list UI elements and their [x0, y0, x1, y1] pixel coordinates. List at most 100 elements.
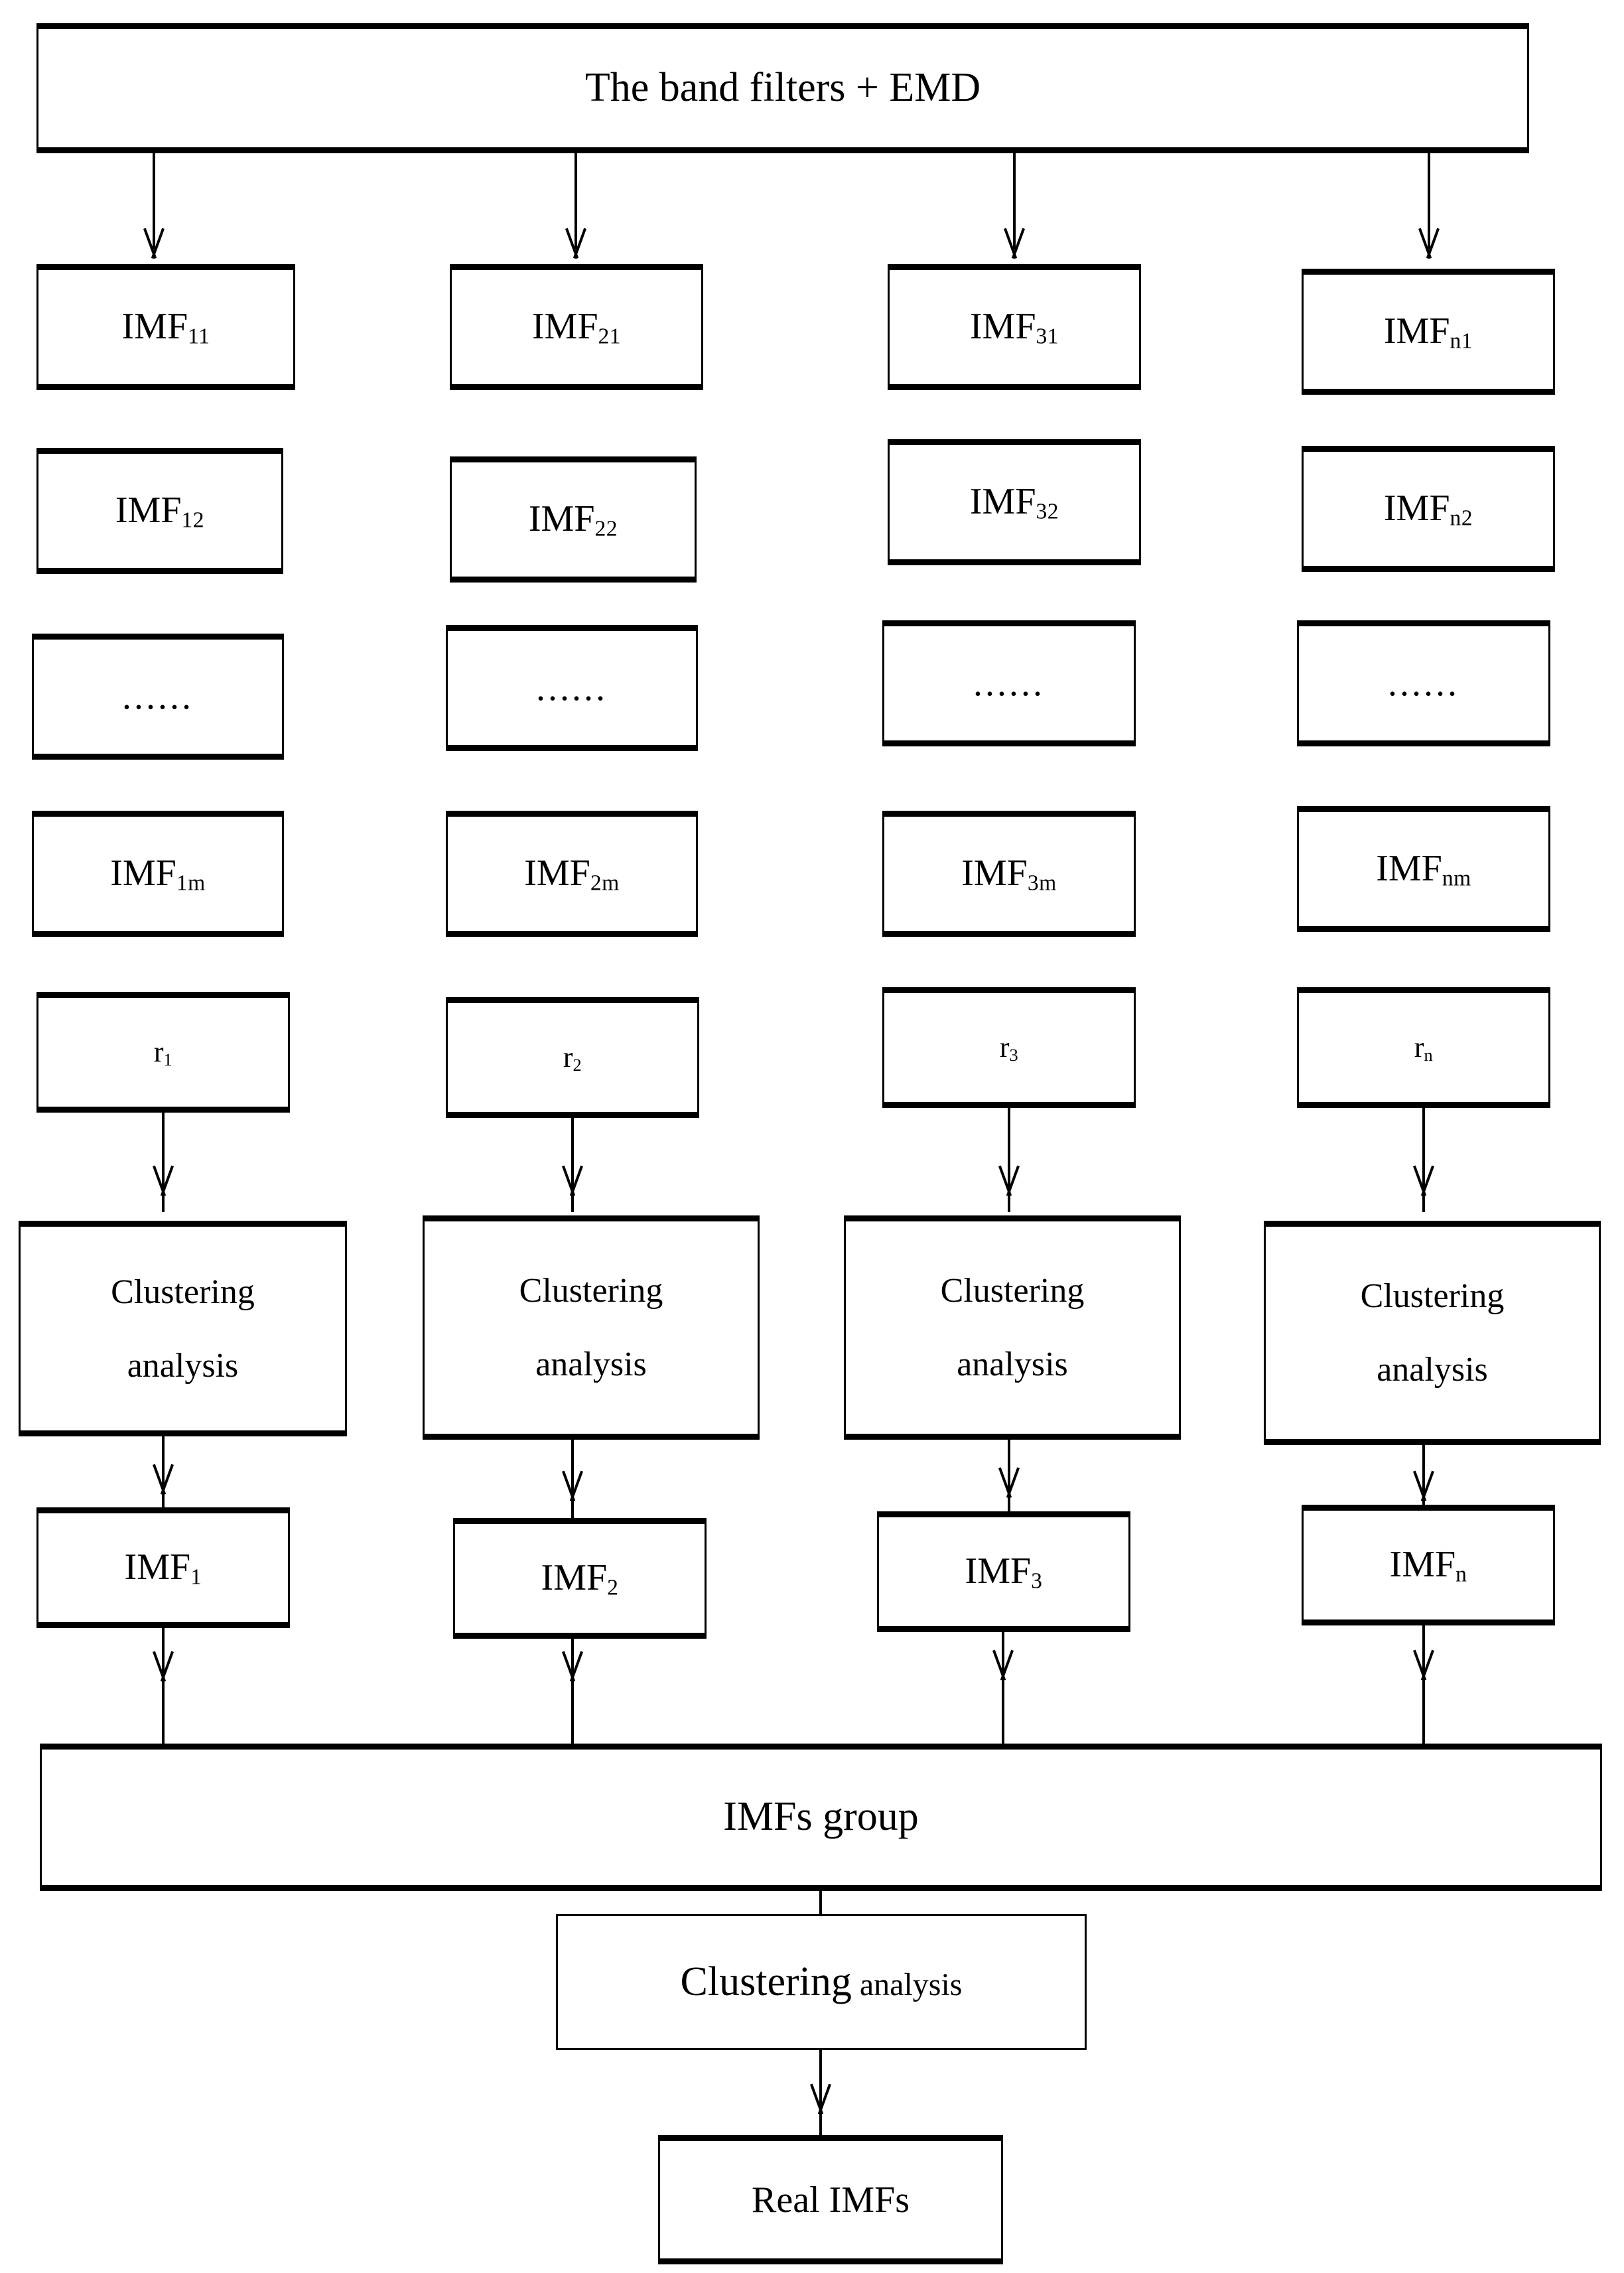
node-imf-nm[interactable]: IMFnm — [1297, 806, 1550, 932]
arrowhead-r3-cluster3 — [998, 1166, 1020, 1196]
node-label: IMFnm — [1376, 848, 1471, 891]
node-label: ...... — [973, 663, 1045, 704]
node-label: IMF2m — [524, 853, 620, 896]
cluster-line-1: Clustering — [519, 1272, 663, 1310]
node-label: IMF32 — [969, 481, 1059, 524]
node-band-filters-emd[interactable]: The band filters + EMD — [36, 23, 1529, 153]
node-imf-22[interactable]: IMF22 — [450, 456, 697, 583]
node-label: IMF22 — [528, 498, 618, 541]
arrowhead-cluster2-imf2 — [561, 1472, 584, 1501]
node-residue-r3[interactable]: r3 — [882, 987, 1136, 1108]
node-ellipsis-col2[interactable]: ...... — [446, 625, 698, 751]
node-label: IMF1 — [124, 1547, 202, 1590]
node-imf-11[interactable]: IMF11 — [36, 264, 295, 390]
node-label: IMF3 — [965, 1550, 1043, 1594]
connector-head-col2 — [575, 153, 577, 249]
node-label: IMF12 — [115, 490, 205, 533]
node-label: IMF2 — [541, 1557, 619, 1600]
node-ellipsis-col1[interactable]: ...... — [32, 634, 284, 760]
node-label: IMFn2 — [1383, 488, 1473, 531]
node-label: The band filters + EMD — [584, 65, 981, 111]
cluster-line-1: Clustering — [111, 1273, 255, 1311]
node-label: IMF21 — [531, 306, 622, 349]
node-label: ...... — [536, 667, 608, 709]
node-label: ...... — [1388, 663, 1459, 704]
arrowhead-rn-clustern — [1412, 1166, 1435, 1196]
node-result-imf-2[interactable]: IMF2 — [453, 1518, 707, 1639]
node-label-stack: Clustering analysis — [519, 1269, 663, 1386]
node-ellipsis-col4[interactable]: ...... — [1297, 620, 1550, 746]
cluster-line-1: Clustering — [940, 1272, 1085, 1310]
connector-imf2-group — [571, 1639, 574, 1745]
node-imf-3m[interactable]: IMF3m — [882, 811, 1136, 937]
node-label: IMFn1 — [1383, 310, 1473, 354]
node-label: IMF11 — [121, 306, 210, 349]
connector-imf1-group — [162, 1628, 165, 1744]
node-residue-r2[interactable]: r2 — [446, 997, 699, 1118]
node-imfs-group[interactable]: IMFs group — [40, 1744, 1602, 1891]
arrowhead-head-col2 — [565, 229, 587, 258]
connector-head-col1 — [153, 153, 155, 249]
node-imf-n2[interactable]: IMFn2 — [1302, 446, 1555, 572]
node-label: IMFs group — [723, 1794, 919, 1840]
cluster-line-2: analysis — [1377, 1351, 1488, 1389]
arrowhead-imf2-group — [561, 1652, 584, 1681]
node-imf-21[interactable]: IMF21 — [450, 264, 703, 390]
node-imf-32[interactable]: IMF32 — [888, 439, 1141, 565]
arrowhead-head-col3 — [1003, 229, 1026, 258]
node-label-stack: Clustering analysis — [1361, 1274, 1505, 1391]
arrowhead-head-col4 — [1418, 229, 1440, 258]
arrowhead-cluster3-imf3 — [998, 1468, 1020, 1497]
node-residue-r1[interactable]: r1 — [36, 992, 290, 1113]
node-result-imf-1[interactable]: IMF1 — [36, 1507, 290, 1628]
node-final-clustering-analysis[interactable]: Clustering analysis — [556, 1914, 1087, 2050]
node-label: Clustering analysis — [680, 1959, 963, 2004]
arrowhead-head-col1 — [143, 229, 165, 258]
connector-rn-clustern — [1422, 1108, 1425, 1212]
node-real-imfs[interactable]: Real IMFs — [658, 2135, 1003, 2264]
node-label: IMF3m — [961, 853, 1057, 896]
node-clustering-analysis-col3[interactable]: Clustering analysis — [844, 1215, 1181, 1440]
node-label: IMFn — [1389, 1544, 1467, 1587]
node-label: ...... — [122, 676, 194, 717]
node-imf-12[interactable]: IMF12 — [36, 448, 283, 574]
node-result-imf-3[interactable]: IMF3 — [877, 1511, 1130, 1632]
connector-r2-cluster2 — [571, 1118, 574, 1212]
node-imf-31[interactable]: IMF31 — [888, 264, 1141, 390]
node-clustering-analysis-col4[interactable]: Clustering analysis — [1264, 1221, 1601, 1445]
cluster-line-2: analysis — [957, 1345, 1068, 1383]
node-imf-2m[interactable]: IMF2m — [446, 811, 698, 937]
connector-head-col4 — [1428, 153, 1430, 249]
node-label: IMF31 — [969, 306, 1059, 349]
node-label: r3 — [999, 1031, 1019, 1065]
connector-imf3-group — [1002, 1632, 1004, 1744]
arrowhead-r2-cluster2 — [561, 1166, 584, 1196]
connector-r1-cluster1 — [162, 1113, 165, 1212]
arrowhead-imf3-group — [992, 1651, 1014, 1680]
cluster-line-1: Clustering — [1360, 1277, 1505, 1315]
cluster-line-2: analysis — [127, 1346, 239, 1385]
arrowhead-imfn-group — [1412, 1651, 1435, 1680]
connector-r3-cluster3 — [1008, 1108, 1010, 1212]
node-result-imf-n[interactable]: IMFn — [1302, 1505, 1555, 1625]
node-label-stack: Clustering analysis — [941, 1269, 1085, 1386]
connector-imfn-group — [1422, 1625, 1425, 1744]
node-label: Real IMFs — [752, 2179, 910, 2221]
arrowhead-imf1-group — [152, 1652, 174, 1681]
arrowhead-final-cluster-output — [809, 2085, 832, 2114]
node-clustering-analysis-col2[interactable]: Clustering analysis — [423, 1215, 760, 1440]
node-imf-1m[interactable]: IMF1m — [32, 811, 284, 937]
node-imf-n1[interactable]: IMFn1 — [1302, 269, 1555, 395]
node-residue-rn[interactable]: rn — [1297, 987, 1550, 1108]
node-label: r2 — [563, 1041, 582, 1075]
node-label: rn — [1414, 1031, 1434, 1065]
arrowhead-cluster1-imf1 — [152, 1465, 174, 1494]
final-cluster-main: Clustering — [680, 1959, 852, 2004]
node-ellipsis-col3[interactable]: ...... — [882, 620, 1136, 746]
final-cluster-sub — [852, 1967, 860, 2002]
node-label: r1 — [153, 1036, 173, 1069]
node-clustering-analysis-col1[interactable]: Clustering analysis — [19, 1221, 347, 1436]
cluster-line-2: analysis — [535, 1345, 647, 1383]
arrowhead-clustern-imfn — [1412, 1472, 1435, 1501]
